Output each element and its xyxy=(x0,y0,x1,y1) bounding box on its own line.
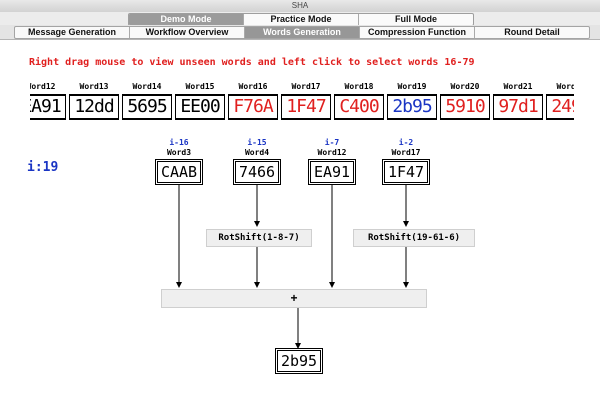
operand-offset: i-7 xyxy=(324,138,340,147)
operand-name: Word3 xyxy=(166,148,192,157)
operand-offset: i-16 xyxy=(169,138,189,147)
word-value: 249C xyxy=(546,94,574,120)
word-label: Word17 xyxy=(291,82,321,91)
tab-round-detail[interactable]: Round Detail xyxy=(504,27,560,37)
current-index: i:19 xyxy=(27,160,59,175)
word-label: Word16 xyxy=(238,82,268,91)
rotshift-box-2: RotShift(19-61-6) xyxy=(353,229,475,247)
operand-word12[interactable]: i-7 Word12 EA91 xyxy=(307,138,357,185)
operand-name: Word4 xyxy=(244,148,270,157)
operand-value: CAAB xyxy=(155,159,203,185)
word-value: F76A xyxy=(228,94,278,120)
instruction-text: Right drag mouse to view unseen words an… xyxy=(29,57,475,68)
operand-name: Word17 xyxy=(391,148,421,157)
tab-full-mode[interactable]: Full Mode xyxy=(395,14,437,24)
operand-name: Word12 xyxy=(317,148,347,157)
operand-word4[interactable]: i-15 Word4 7466 xyxy=(232,138,282,185)
tab-compression-function[interactable]: Compression Function xyxy=(360,27,475,38)
section-tabs: Message Generation Workflow Overview Wor… xyxy=(14,26,590,39)
operand-value: EA91 xyxy=(308,159,356,185)
operand-value: 7466 xyxy=(233,159,281,185)
word-label: Word22 xyxy=(556,82,574,91)
tab-message-generation[interactable]: Message Generation xyxy=(15,27,130,38)
word-label: Word14 xyxy=(132,82,162,91)
word-cell[interactable]: Word19 2b95 xyxy=(387,82,437,120)
word-value: 5910 xyxy=(440,94,490,120)
section-bar: Message Generation Workflow Overview Wor… xyxy=(0,25,600,40)
tab-workflow-overview[interactable]: Workflow Overview xyxy=(130,27,245,38)
word-strip-track: Word12EA91Word1312ddWord145695Word15EE00… xyxy=(30,82,574,120)
word-label: Word15 xyxy=(185,82,215,91)
result-value: 2b95 xyxy=(275,348,323,374)
word-cell[interactable]: Word22 249C xyxy=(546,82,574,120)
mode-bar: Demo Mode Practice Mode Full Mode xyxy=(0,12,600,26)
word-value: 97d1 xyxy=(493,94,543,120)
word-label: Word21 xyxy=(503,82,533,91)
word-cell[interactable]: Word20 5910 xyxy=(440,82,490,120)
rotshift-box-1: RotShift(1-8-7) xyxy=(206,229,312,247)
tab-words-generation[interactable]: Words Generation xyxy=(245,27,360,38)
word-label: Word19 xyxy=(397,82,427,91)
word-value: 2b95 xyxy=(387,94,437,120)
word-value: 1F47 xyxy=(281,94,331,120)
word-label: Word12 xyxy=(30,82,56,91)
word-value: 12dd xyxy=(69,94,119,120)
adder-box: + xyxy=(161,289,427,308)
result-word: 2b95 xyxy=(275,348,323,374)
word-cell[interactable]: Word13 12dd xyxy=(69,82,119,120)
tab-demo-mode[interactable]: Demo Mode xyxy=(129,14,244,25)
tab-practice-mode[interactable]: Practice Mode xyxy=(244,14,359,25)
operand-offset: i-2 xyxy=(398,138,414,147)
word-label: Word18 xyxy=(344,82,374,91)
word-cell[interactable]: Word14 5695 xyxy=(122,82,172,120)
word-value: 5695 xyxy=(122,94,172,120)
word-label: Word20 xyxy=(450,82,480,91)
operand-offset: i-15 xyxy=(247,138,267,147)
word-value: EA91 xyxy=(30,94,66,120)
word-label: Word13 xyxy=(79,82,109,91)
word-value: EE00 xyxy=(175,94,225,120)
word-cell[interactable]: Word21 97d1 xyxy=(493,82,543,120)
operand-word17[interactable]: i-2 Word17 1F47 xyxy=(381,138,431,185)
word-value: C400 xyxy=(334,94,384,120)
word-cell[interactable]: Word17 1F47 xyxy=(281,82,331,120)
operand-word3[interactable]: i-16 Word3 CAAB xyxy=(154,138,204,185)
word-strip[interactable]: Word12EA91Word1312ddWord145695Word15EE00… xyxy=(30,82,574,124)
operand-value: 1F47 xyxy=(382,159,430,185)
